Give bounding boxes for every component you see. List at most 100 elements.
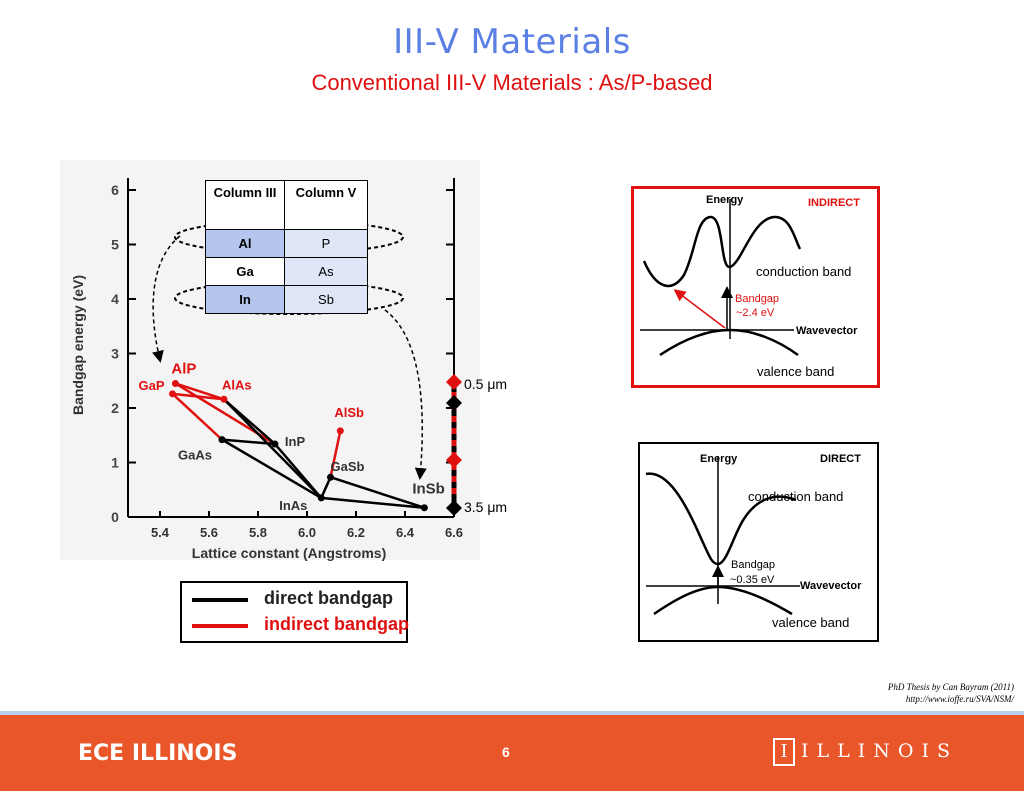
material-point-alas (220, 395, 228, 403)
y-axis-label: Bandgap energy (eV) (70, 275, 86, 415)
illinois-logo-icon: I (773, 738, 795, 766)
illinois-wordmark: I ILLINOIS (773, 738, 958, 766)
legend-swatch (192, 624, 248, 628)
y-tick-label: 0 (111, 509, 119, 525)
material-label-gaas: GaAs (178, 448, 212, 463)
arrow-to-insb (384, 309, 427, 480)
material-point-inp (271, 440, 279, 448)
valence-band-curve (653, 585, 793, 616)
material-point-alp (171, 379, 179, 387)
table-cell: Sb (284, 285, 368, 314)
chart-legend: direct bandgap indirect bandgap (180, 581, 410, 643)
material-label-inas: InAs (279, 498, 307, 513)
material-point-gaas (218, 436, 226, 444)
source-credit: PhD Thesis by Can Bayram (2011) http://w… (888, 681, 1014, 705)
x-tick-label: 6.4 (396, 525, 415, 540)
wavelength-label-top: 0.5 μm (464, 376, 507, 392)
material-label-gasb: GaSb (331, 459, 365, 474)
conduction-band-label: conduction band (756, 264, 851, 279)
direct-band-panel: Energy DIRECT conduction band Bandgap ~0… (638, 442, 879, 642)
page-number: 6 (502, 744, 510, 760)
x-tick-label: 6.2 (347, 525, 365, 540)
wavelength-marker (446, 395, 462, 411)
valence-band-label: valence band (757, 364, 834, 379)
bandgap-arrow-diagonal (673, 289, 726, 329)
valence-band-label: valence band (772, 615, 849, 630)
x-tick-label: 5.8 (249, 525, 267, 540)
bandgap-curve (223, 398, 323, 499)
wavelength-marker (446, 452, 462, 468)
bandgap-curve (321, 496, 425, 509)
y-tick-label: 6 (111, 182, 119, 198)
conduction-band-curve (645, 472, 797, 566)
table-cell: As (284, 257, 368, 286)
university-name: ILLINOIS (801, 740, 958, 762)
material-label-insb: InSb (412, 481, 445, 498)
x-tick-label: 5.4 (151, 525, 170, 540)
bandgap-curve (221, 438, 322, 500)
footer-divider (0, 711, 1024, 715)
arrow-to-alp (152, 235, 181, 363)
bandgap-curve (330, 476, 425, 509)
wavelength-marker-top (446, 374, 462, 390)
x-tick-label: 6.6 (445, 525, 463, 540)
material-label-alsb: AlSb (334, 405, 364, 420)
indirect-band-panel: Energy INDIRECT conduction band Bandgap … (631, 186, 880, 388)
direct-tag: DIRECT (820, 453, 861, 465)
x-axis-label: Lattice constant (Angstroms) (192, 545, 386, 561)
y-tick-label: 1 (111, 455, 119, 471)
table-cell: In (205, 285, 285, 314)
bandgap-curve (320, 476, 332, 499)
legend-item-indirect: indirect bandgap (182, 612, 410, 638)
legend-label: direct bandgap (264, 588, 394, 608)
conduction-band-curve (642, 215, 802, 288)
y-tick-label: 3 (111, 346, 119, 362)
material-point-inas (317, 494, 325, 502)
wavevector-label: Wavevector (800, 580, 862, 592)
x-tick-label: 6.0 (298, 525, 316, 540)
material-label-alp: AlP (171, 360, 196, 377)
wavevector-label: Wavevector (796, 325, 858, 337)
legend-item-direct: direct bandgap (182, 586, 406, 612)
y-tick-label: 5 (111, 237, 119, 253)
indirect-tag: INDIRECT (808, 197, 860, 209)
material-point-insb (420, 504, 428, 512)
material-point-gap (168, 390, 176, 398)
energy-label: Energy (700, 453, 738, 465)
table-cell: P (284, 229, 368, 258)
wavelength-marker-bottom (446, 500, 462, 516)
slide-title: III-V Materials (393, 22, 631, 62)
bandgap-curve (175, 382, 225, 401)
conduction-band-label: conduction band (748, 489, 843, 504)
table-cell: Ga (205, 257, 285, 286)
valence-band-curve (659, 328, 799, 357)
bandgap-curve (171, 392, 223, 441)
slide-subtitle: Conventional III-V Materials : As/P-base… (311, 70, 713, 95)
footer-bar (0, 715, 1024, 791)
elements-table: Column III Column V Al P Ga As In Sb (205, 180, 368, 314)
table-header-col3: Column III (205, 180, 285, 230)
x-tick-label: 5.6 (200, 525, 218, 540)
bandgap-curve (329, 430, 342, 478)
energy-label: Energy (706, 194, 744, 206)
material-label-alas: AlAs (222, 377, 252, 392)
bandgap-value: ~0.35 eV (730, 574, 775, 586)
material-label-gap: GaP (138, 378, 164, 393)
bandgap-label: Bandgap (735, 293, 779, 305)
y-tick-label: 4 (111, 291, 119, 307)
material-label-inp: InP (285, 434, 306, 449)
material-point-gasb (327, 473, 335, 481)
direct-band-diagram: Energy DIRECT conduction band Bandgap ~0… (645, 453, 862, 630)
legend-swatch (192, 598, 248, 602)
bandgap-label: Bandgap (731, 559, 775, 571)
legend-label: indirect bandgap (264, 614, 410, 634)
table-cell: Al (205, 229, 285, 258)
bandgap-value: ~2.4 eV (736, 307, 775, 319)
credit-line: PhD Thesis by Can Bayram (2011) (887, 682, 1014, 692)
ece-illinois-brand: ECE ILLINOIS (78, 741, 238, 766)
table-header-col5: Column V (284, 180, 368, 230)
y-tick-label: 2 (111, 400, 119, 416)
wavelength-label-bottom: 3.5 μm (464, 499, 507, 515)
material-point-alsb (336, 427, 344, 435)
